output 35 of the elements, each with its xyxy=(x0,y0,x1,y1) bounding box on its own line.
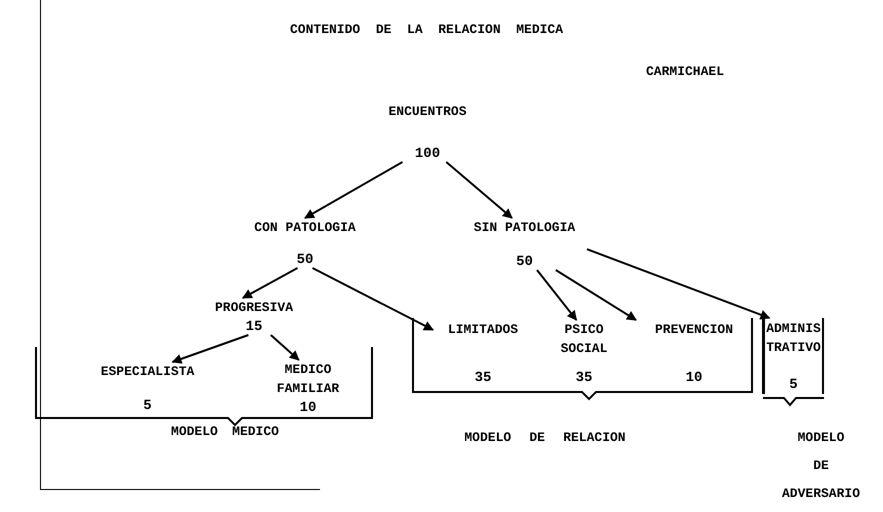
arrow xyxy=(304,161,403,219)
category-label: PROGRESIVA xyxy=(214,299,293,317)
category-label: CON PATOLOGIA xyxy=(254,219,356,237)
arrow xyxy=(172,334,249,364)
count-value: 100 xyxy=(414,146,440,162)
title: CONTENIDO DE LA RELACION MEDICA xyxy=(290,21,564,39)
arrow xyxy=(242,267,298,299)
category-box xyxy=(762,318,824,394)
count-value: 35 xyxy=(474,370,492,386)
count-value: 15 xyxy=(246,319,262,335)
count-value: 5 xyxy=(789,377,798,393)
category-label: ESPECIALISTA xyxy=(100,363,194,381)
arrow xyxy=(446,161,513,219)
count-value: 5 xyxy=(143,398,152,414)
label: MODELO MEDICO xyxy=(170,423,280,441)
label: CARMICHAEL xyxy=(644,63,725,81)
count-value: 10 xyxy=(300,400,316,416)
label: MODELO DE RELACION xyxy=(463,429,627,447)
count-value: 10 xyxy=(686,370,702,386)
arrow xyxy=(586,248,770,320)
category-label: LIMITADOS xyxy=(448,321,518,339)
category-label: ENCUENTROS xyxy=(388,103,466,121)
arrow xyxy=(270,334,300,361)
arrow xyxy=(312,267,434,331)
arrow xyxy=(536,269,578,321)
count-value: 50 xyxy=(296,252,314,268)
category-label: SIN PATOLOGIA xyxy=(474,219,576,237)
count-value: 50 xyxy=(516,254,533,270)
category-label: PREVENCION xyxy=(654,321,733,339)
category-label: ADMINIS TRATIVO xyxy=(765,320,822,357)
arrow xyxy=(555,269,637,321)
label: MODELO DE ADVERSARIO xyxy=(780,429,861,503)
count-value: 35 xyxy=(576,370,592,386)
category-label: MEDICO FAMILIAR xyxy=(276,361,340,398)
category-label: PSICO SOCIAL xyxy=(560,321,608,358)
